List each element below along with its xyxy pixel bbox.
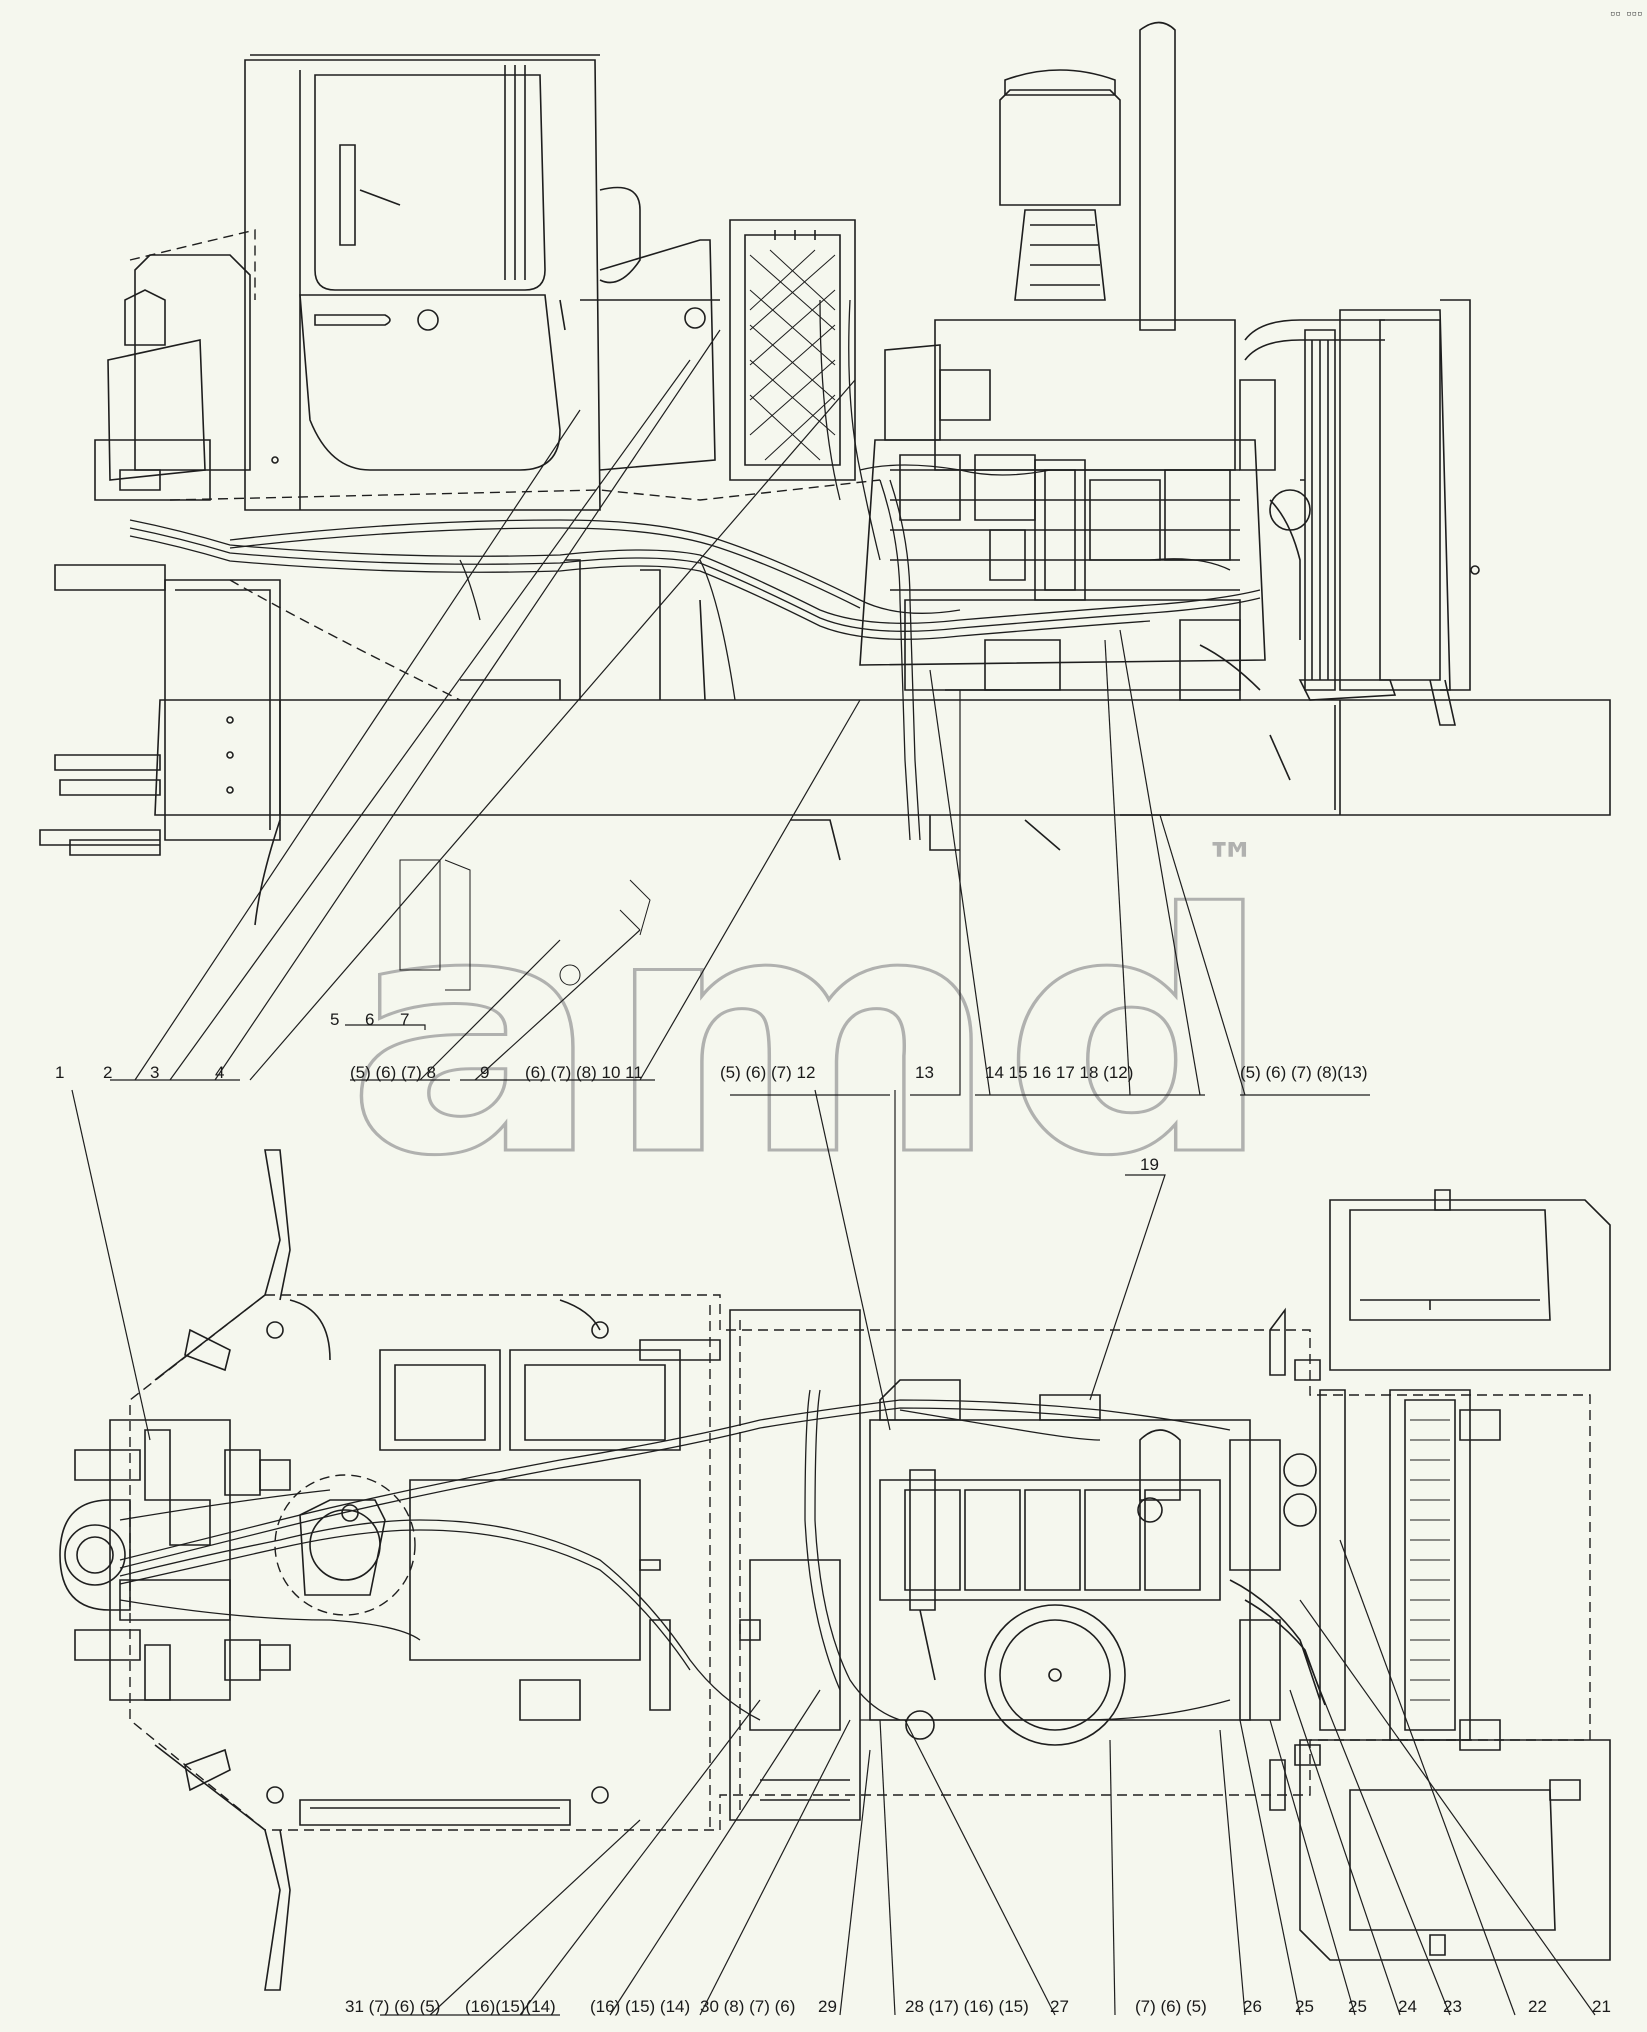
label-14-18: 14 15 16 17 18 (12): [985, 1063, 1133, 1082]
label-13: 13: [915, 1063, 934, 1082]
label-9: 9: [480, 1063, 489, 1082]
label-22: 22: [1528, 1997, 1547, 2016]
label-21: 21: [1592, 1997, 1611, 2016]
label-3: 3: [150, 1063, 159, 1082]
label-6: 6: [365, 1010, 374, 1029]
radiator: [1239, 299, 1480, 691]
label-16-15-14-a: (16)(15)(14): [465, 1997, 556, 2016]
label-7: 7: [400, 1010, 409, 1029]
label-7-6-5: (7) (6) (5): [1135, 1997, 1207, 2016]
engine-plan: [869, 1419, 1326, 1746]
label-25b: 25: [1348, 1997, 1367, 2016]
label-19: 19: [1140, 1155, 1159, 1174]
label-5: 5: [330, 1010, 339, 1029]
bottom-labels: 19 31 (7) (6) (5) (16)(15)(14) (16) (15)…: [345, 1155, 1611, 2016]
plan-view: [59, 1149, 1611, 1991]
watermark: amd ™: [344, 833, 1277, 1230]
watermark-trademark: ™: [1205, 833, 1257, 893]
harness-outline-top: [169, 479, 881, 701]
operator-console: [94, 229, 256, 501]
label-16-15-14-b: (16) (15) (14): [590, 1997, 690, 2016]
label-28: 28 (17) (16) (15): [905, 1997, 1029, 2016]
engine: [859, 319, 1266, 701]
label-8: (5) (6) (7) 8: [350, 1063, 436, 1082]
label-27: 27: [1050, 1997, 1069, 2016]
front-hitch: [54, 564, 166, 591]
battery-box: [729, 219, 856, 481]
label-29: 29: [818, 1997, 837, 2016]
top-leaders: [110, 329, 1370, 1096]
watermark-logo: amd: [345, 844, 1275, 1228]
label-24: 24: [1398, 1997, 1417, 2016]
label-13b: (5) (6) (7) (8)(13): [1240, 1063, 1368, 1082]
label-25a: 25: [1295, 1997, 1314, 2016]
main-frame: [154, 699, 1611, 816]
corner-mark: ▫▫ ▫▫▫: [1610, 9, 1643, 19]
top-labels: 5 6 7 1 2 3 4 (5) (6) (7) 8 9 (6) (7) (8…: [55, 1010, 1368, 1082]
air-cleaner: [999, 21, 1176, 331]
label-23: 23: [1443, 1997, 1462, 2016]
label-4: 4: [215, 1063, 224, 1082]
cab: [244, 54, 720, 511]
rear-section: [1269, 1189, 1611, 1961]
label-10-11: (6) (7) (8) 10 11: [525, 1063, 643, 1082]
harness-plan: [119, 1389, 1231, 1721]
label-12: (5) (6) (7) 12: [720, 1063, 815, 1082]
label-1: 1: [55, 1063, 64, 1082]
label-30: 30 (8) (7) (6): [700, 1997, 795, 2016]
label-2: 2: [103, 1063, 112, 1082]
label-31: 31 (7) (6) (5): [345, 1997, 440, 2016]
steering-pivot: [274, 1474, 416, 1616]
bottom-leaders: [71, 1089, 1596, 2016]
label-26: 26: [1243, 1997, 1262, 2016]
articulation-joint: [59, 1419, 291, 1701]
chassis-outline: [265, 1294, 1591, 1831]
